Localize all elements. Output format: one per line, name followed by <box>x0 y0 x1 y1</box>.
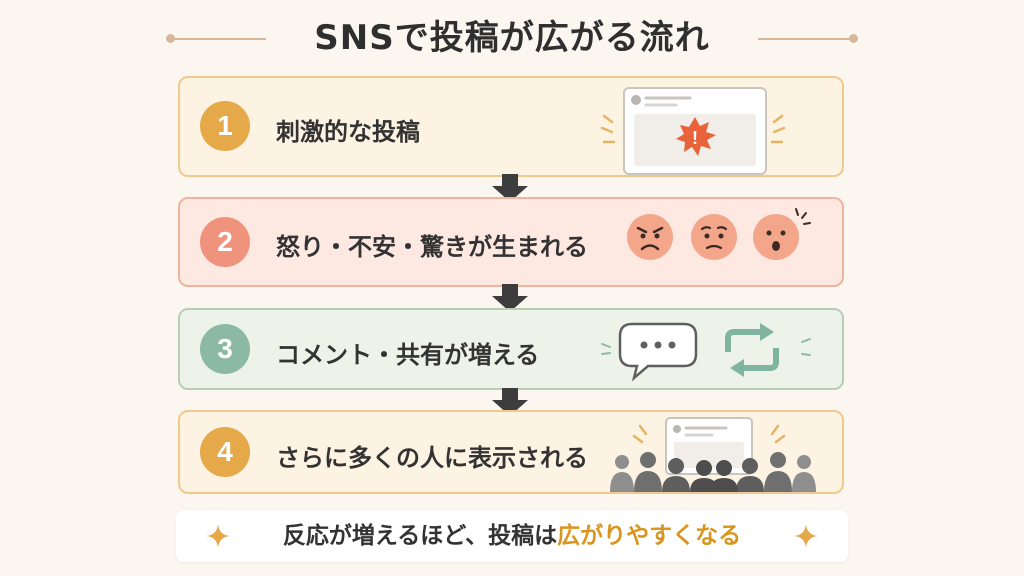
step-4-label: さらに多くの人に表示される <box>276 444 588 472</box>
title-row: SNSで投稿が広がる流れ <box>0 14 1024 62</box>
step-2-card: 2 怒り・不安・驚きが生まれる <box>178 197 844 287</box>
arrow-down-icon <box>492 388 528 416</box>
step-1-label: 刺激的な投稿 <box>276 118 420 146</box>
conclusion-prefix: 反応が増えるほど、投稿は <box>282 523 558 549</box>
conclusion-text: 反応が増えるほど、投稿は広がりやすくなる <box>176 510 848 562</box>
page-title: SNSで投稿が広がる流れ <box>314 18 710 58</box>
svg-text:!: ! <box>692 128 698 148</box>
step-4-card: 4 さらに多くの人に表示される <box>178 410 844 494</box>
sparkle-icon <box>206 524 230 548</box>
post-alert-icon: ! <box>600 87 786 175</box>
conclusion-banner: 反応が増えるほど、投稿は広がりやすくなる <box>176 510 848 562</box>
step-2-label: 怒り・不安・驚きが生まれる <box>276 233 588 261</box>
title-decoration-line-left <box>174 38 266 40</box>
step-1-number: 1 <box>200 101 250 151</box>
share-repeat-icon <box>725 323 811 377</box>
title-decoration-dot-right <box>849 34 858 43</box>
sparkle-icon <box>794 524 818 548</box>
title-decoration-dot-left <box>166 34 175 43</box>
step-3-number: 3 <box>200 324 250 374</box>
arrow-down-icon <box>492 284 528 312</box>
angry-face-icon <box>627 214 673 260</box>
step-3-card: 3 コメント・共有が増える <box>178 308 844 390</box>
arrow-down-icon <box>492 174 528 202</box>
audience-icon <box>610 417 816 492</box>
step-4-number: 4 <box>200 427 250 477</box>
title-decoration-line-right <box>758 38 850 40</box>
step-2-number: 2 <box>200 217 250 267</box>
conclusion-highlight: 広がりやすくなる <box>557 523 742 549</box>
step-3-label: コメント・共有が増える <box>276 341 540 369</box>
worried-face-icon <box>691 214 737 260</box>
comment-bubble-icon <box>601 322 698 382</box>
surprised-face-icon <box>753 208 811 260</box>
step-1-card: 1 刺激的な投稿 ! <box>178 76 844 177</box>
